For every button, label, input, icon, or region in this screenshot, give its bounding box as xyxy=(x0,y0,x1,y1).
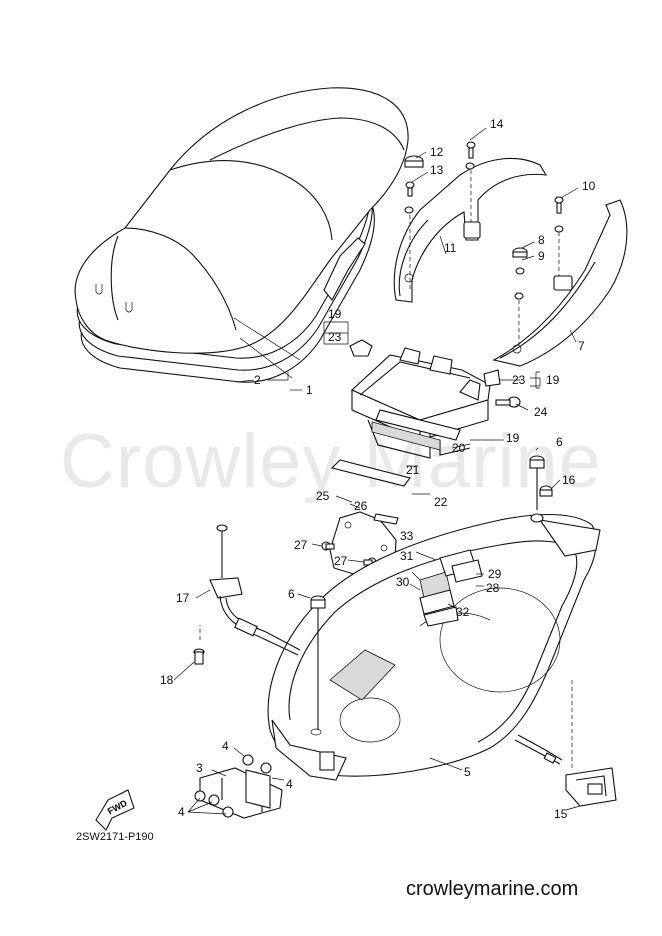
callout-19a: 19 xyxy=(328,307,342,321)
callout-29: 29 xyxy=(488,567,502,581)
callout-19c: 19 xyxy=(506,431,520,445)
callout-22: 22 xyxy=(434,495,448,509)
callout-30: 30 xyxy=(396,575,410,589)
callout-7: 7 xyxy=(578,339,585,353)
callouts: 1 2 3 4 4 4 5 6 6 7 8 9 10 11 12 13 14 1… xyxy=(160,117,596,821)
grab-bar-fasteners xyxy=(404,141,564,345)
grab-bar-left xyxy=(393,157,548,303)
callout-15: 15 xyxy=(554,807,568,821)
callout-27b: 27 xyxy=(334,554,348,568)
grab-bar-right xyxy=(492,199,628,367)
callout-18: 18 xyxy=(160,673,174,687)
battery-box xyxy=(330,339,521,487)
fwd-arrow: FWD xyxy=(95,789,135,831)
callout-32: 32 xyxy=(456,605,470,619)
callout-27a: 27 xyxy=(294,538,308,552)
callout-2: 2 xyxy=(254,373,261,387)
bracket-marks xyxy=(323,321,540,389)
callout-26: 26 xyxy=(354,499,368,513)
callout-31: 31 xyxy=(400,549,414,563)
callout-24: 24 xyxy=(534,405,548,419)
callout-3: 3 xyxy=(196,761,203,775)
callout-6b: 6 xyxy=(288,587,295,601)
callout-1: 1 xyxy=(306,383,313,397)
callout-11: 11 xyxy=(444,241,457,255)
seat xyxy=(74,87,409,383)
website-link[interactable]: crowleymarine.com xyxy=(406,878,579,900)
callout-25: 25 xyxy=(316,489,330,503)
callout-14: 14 xyxy=(490,117,504,131)
callout-21: 21 xyxy=(406,463,420,477)
hinge-bracket xyxy=(194,754,283,819)
callout-4b: 4 xyxy=(286,777,293,791)
callout-13: 13 xyxy=(430,163,444,177)
callout-23a: 23 xyxy=(328,330,342,344)
callout-16: 16 xyxy=(562,473,576,487)
seat-lock xyxy=(565,680,617,807)
seat-lock-cable xyxy=(193,524,563,765)
callout-5: 5 xyxy=(464,765,471,779)
callout-9: 9 xyxy=(538,249,545,263)
watermark-text: Crowley Marine xyxy=(60,419,602,504)
callout-33: 33 xyxy=(400,529,414,543)
callout-4a: 4 xyxy=(222,739,229,753)
callout-12: 12 xyxy=(430,145,444,159)
callout-19b: 19 xyxy=(546,373,560,387)
bolts xyxy=(310,455,553,730)
callout-20: 20 xyxy=(452,441,466,455)
callout-10: 10 xyxy=(582,179,596,193)
callout-4c: 4 xyxy=(178,805,185,819)
callout-28: 28 xyxy=(486,581,500,595)
diagram-code: 2SW2171-P190 xyxy=(76,831,154,843)
callout-6a: 6 xyxy=(556,435,563,449)
callout-23b: 23 xyxy=(512,373,526,387)
callout-17: 17 xyxy=(176,591,190,605)
leader-lines xyxy=(173,127,581,815)
callout-8: 8 xyxy=(538,233,545,247)
